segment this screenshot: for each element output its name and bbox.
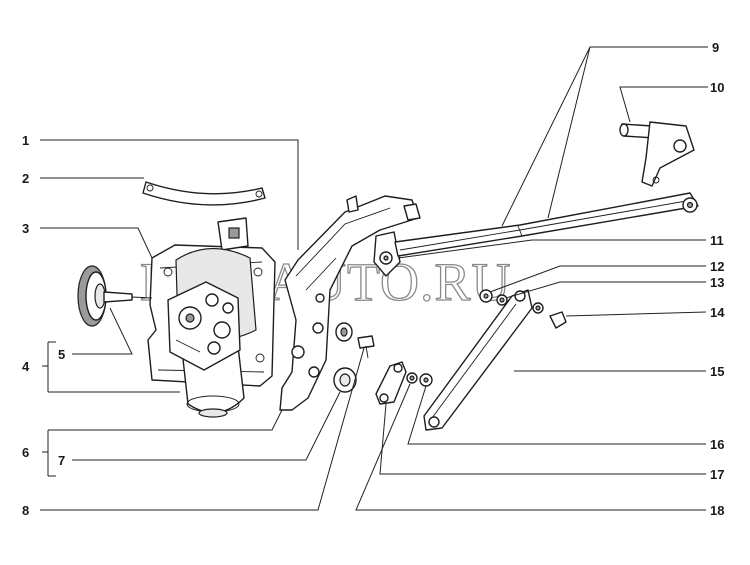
callout-13: 13 bbox=[710, 275, 724, 290]
part-linkage-rods bbox=[394, 192, 699, 257]
part-main-frame bbox=[279, 195, 421, 411]
callout-1: 1 bbox=[22, 133, 29, 148]
callout-3: 3 bbox=[22, 221, 29, 236]
part-bushing bbox=[333, 367, 357, 393]
part-motor bbox=[167, 247, 257, 418]
callout-2: 2 bbox=[22, 171, 29, 186]
callout-7: 7 bbox=[58, 453, 65, 468]
callout-4: 4 bbox=[22, 359, 30, 374]
part-wiper-pivot bbox=[619, 121, 695, 187]
callout-17: 17 bbox=[710, 467, 724, 482]
callout-5: 5 bbox=[58, 347, 65, 362]
callout-6: 6 bbox=[22, 445, 29, 460]
part-small-fasteners bbox=[479, 289, 567, 329]
part-drive-gear bbox=[77, 265, 153, 327]
callout-9: 9 bbox=[712, 40, 719, 55]
callout-14: 14 bbox=[710, 305, 725, 320]
part-bolt bbox=[335, 322, 375, 359]
part-connector bbox=[217, 217, 249, 251]
part-crank-lever bbox=[375, 361, 407, 405]
callout-15: 15 bbox=[710, 364, 724, 379]
callout-10: 10 bbox=[710, 80, 724, 95]
callout-8: 8 bbox=[22, 503, 29, 518]
callout-labels: 1 2 3 4 5 6 7 8 9 10 11 12 13 14 15 16 1… bbox=[22, 40, 725, 518]
callout-12: 12 bbox=[710, 259, 724, 274]
parts-drawing bbox=[77, 121, 699, 431]
callout-16: 16 bbox=[710, 437, 724, 452]
part-nut-washer bbox=[406, 372, 433, 387]
leader-lines bbox=[40, 46, 708, 511]
part-strap bbox=[142, 181, 266, 206]
callout-11: 11 bbox=[710, 233, 724, 248]
callout-18: 18 bbox=[710, 503, 724, 518]
